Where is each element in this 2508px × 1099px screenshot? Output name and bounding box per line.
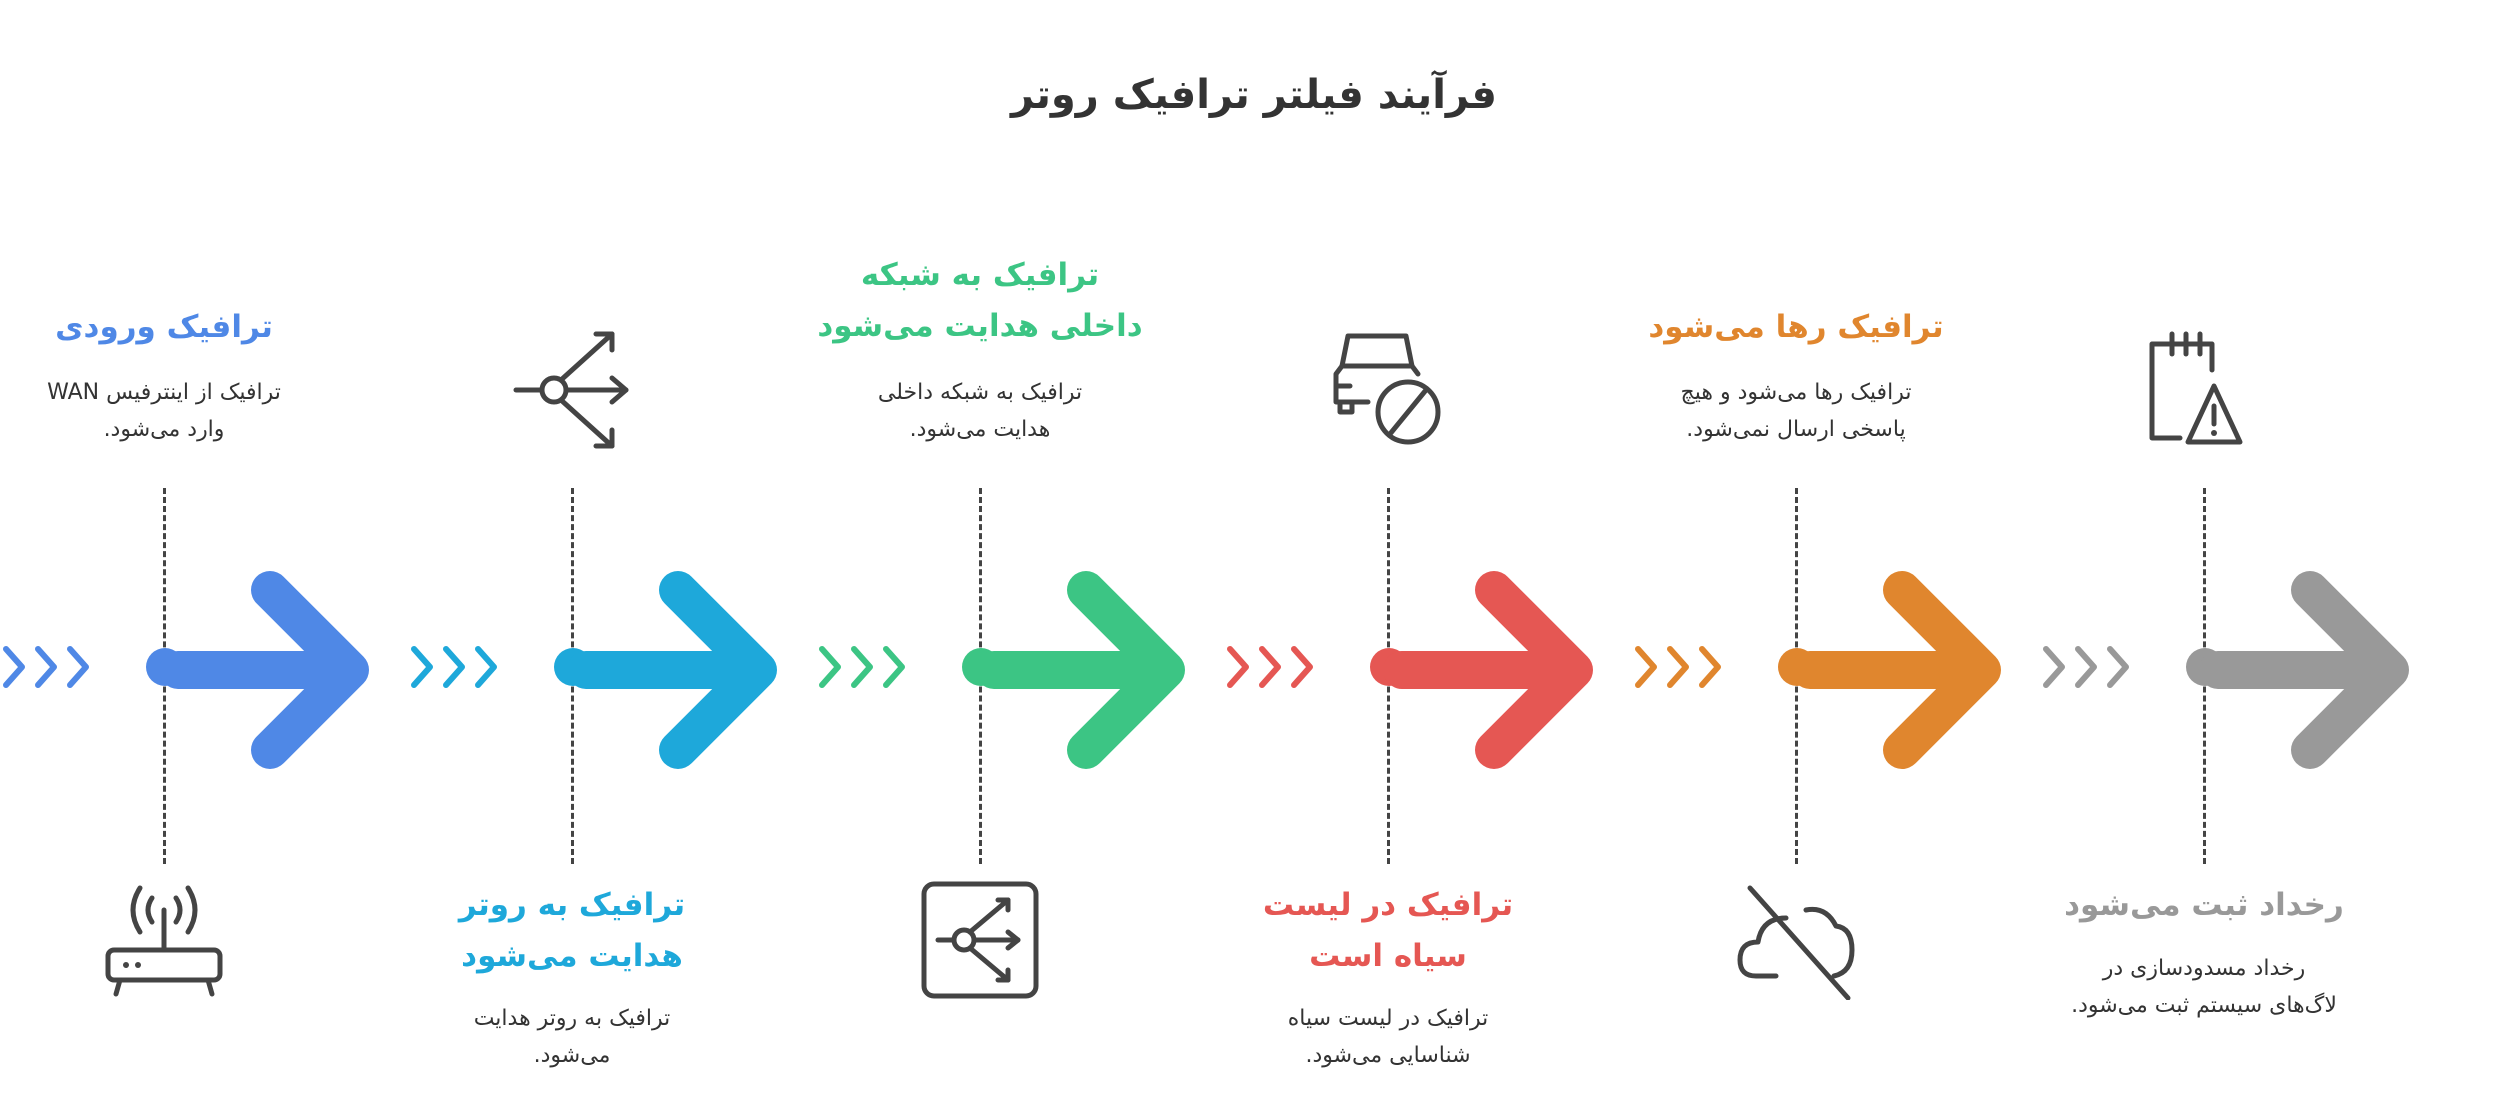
- router-wifi-icon: [104, 880, 224, 1000]
- arrow-right-icon: [2200, 571, 2409, 769]
- step-heading: ترافیک رها می‌شود: [1648, 309, 1944, 345]
- chevrons-icon: [411, 646, 497, 688]
- diagram-title: فرآیند فیلتر ترافیک روتر: [1011, 72, 1497, 118]
- step-heading: ترافیک ورودی: [55, 309, 273, 345]
- process-step: ترافیک به روتر هدایت می‌شود ترافیک به رو…: [368, 0, 777, 1099]
- step-description: ترافیک در لیست سیاه شناسایی می‌شود.: [1287, 1006, 1489, 1068]
- step-heading: ترافیک به روتر هدایت می‌شود: [458, 887, 686, 974]
- arrow-right-icon: [1384, 571, 1593, 769]
- step-description: رخداد مسدودسازی در لاگ‌های سیستم ثبت می‌…: [2071, 956, 2337, 1018]
- split-arrows-icon: [512, 330, 632, 450]
- step-heading: ترافیک در لیست سیاه است: [1262, 887, 1514, 974]
- car-blocked-icon: [1328, 330, 1448, 450]
- chevrons-icon: [1635, 646, 1721, 688]
- process-step: ترافیک رها می‌شود ترافیک رها می‌شود و هی…: [1592, 0, 2001, 1099]
- chevrons-icon: [819, 646, 905, 688]
- chevrons-icon: [2043, 646, 2129, 688]
- arrow-right-icon: [568, 571, 777, 769]
- process-step: ترافیک ورودی ترافیک از اینترفیس WAN وارد…: [0, 0, 369, 1099]
- process-step: رخداد ثبت می‌شود رخداد مسدودسازی در لاگ‌…: [2000, 0, 2409, 1099]
- step-description: ترافیک رها می‌شود و هیچ پاسخی ارسال نمی‌…: [1680, 380, 1912, 442]
- chevrons-icon: [3, 646, 89, 688]
- chevrons-icon: [1227, 646, 1313, 688]
- step-description: ترافیک به شبکه داخلی هدایت می‌شود.: [877, 380, 1083, 442]
- notepad-warning-icon: [2144, 330, 2264, 450]
- switch-box-icon: [920, 880, 1040, 1000]
- arrow-right-icon: [1792, 571, 2001, 769]
- cloud-off-icon: [1736, 880, 1856, 1001]
- step-heading: رخداد ثبت می‌شود: [2064, 887, 2344, 923]
- arrow-right-icon: [976, 571, 1185, 769]
- process-step: ترافیک به شبکه داخلی هدایت می‌شود ترافیک…: [776, 0, 1185, 1099]
- step-description: ترافیک از اینترفیس WAN وارد می‌شود.: [47, 380, 281, 442]
- step-heading: ترافیک به شبکه داخلی هدایت می‌شود: [817, 257, 1143, 344]
- step-description: ترافیک به روتر هدایت می‌شود.: [473, 1006, 671, 1068]
- process-step: ترافیک در لیست سیاه است ترافیک در لیست س…: [1184, 0, 1593, 1099]
- arrow-right-icon: [160, 571, 369, 769]
